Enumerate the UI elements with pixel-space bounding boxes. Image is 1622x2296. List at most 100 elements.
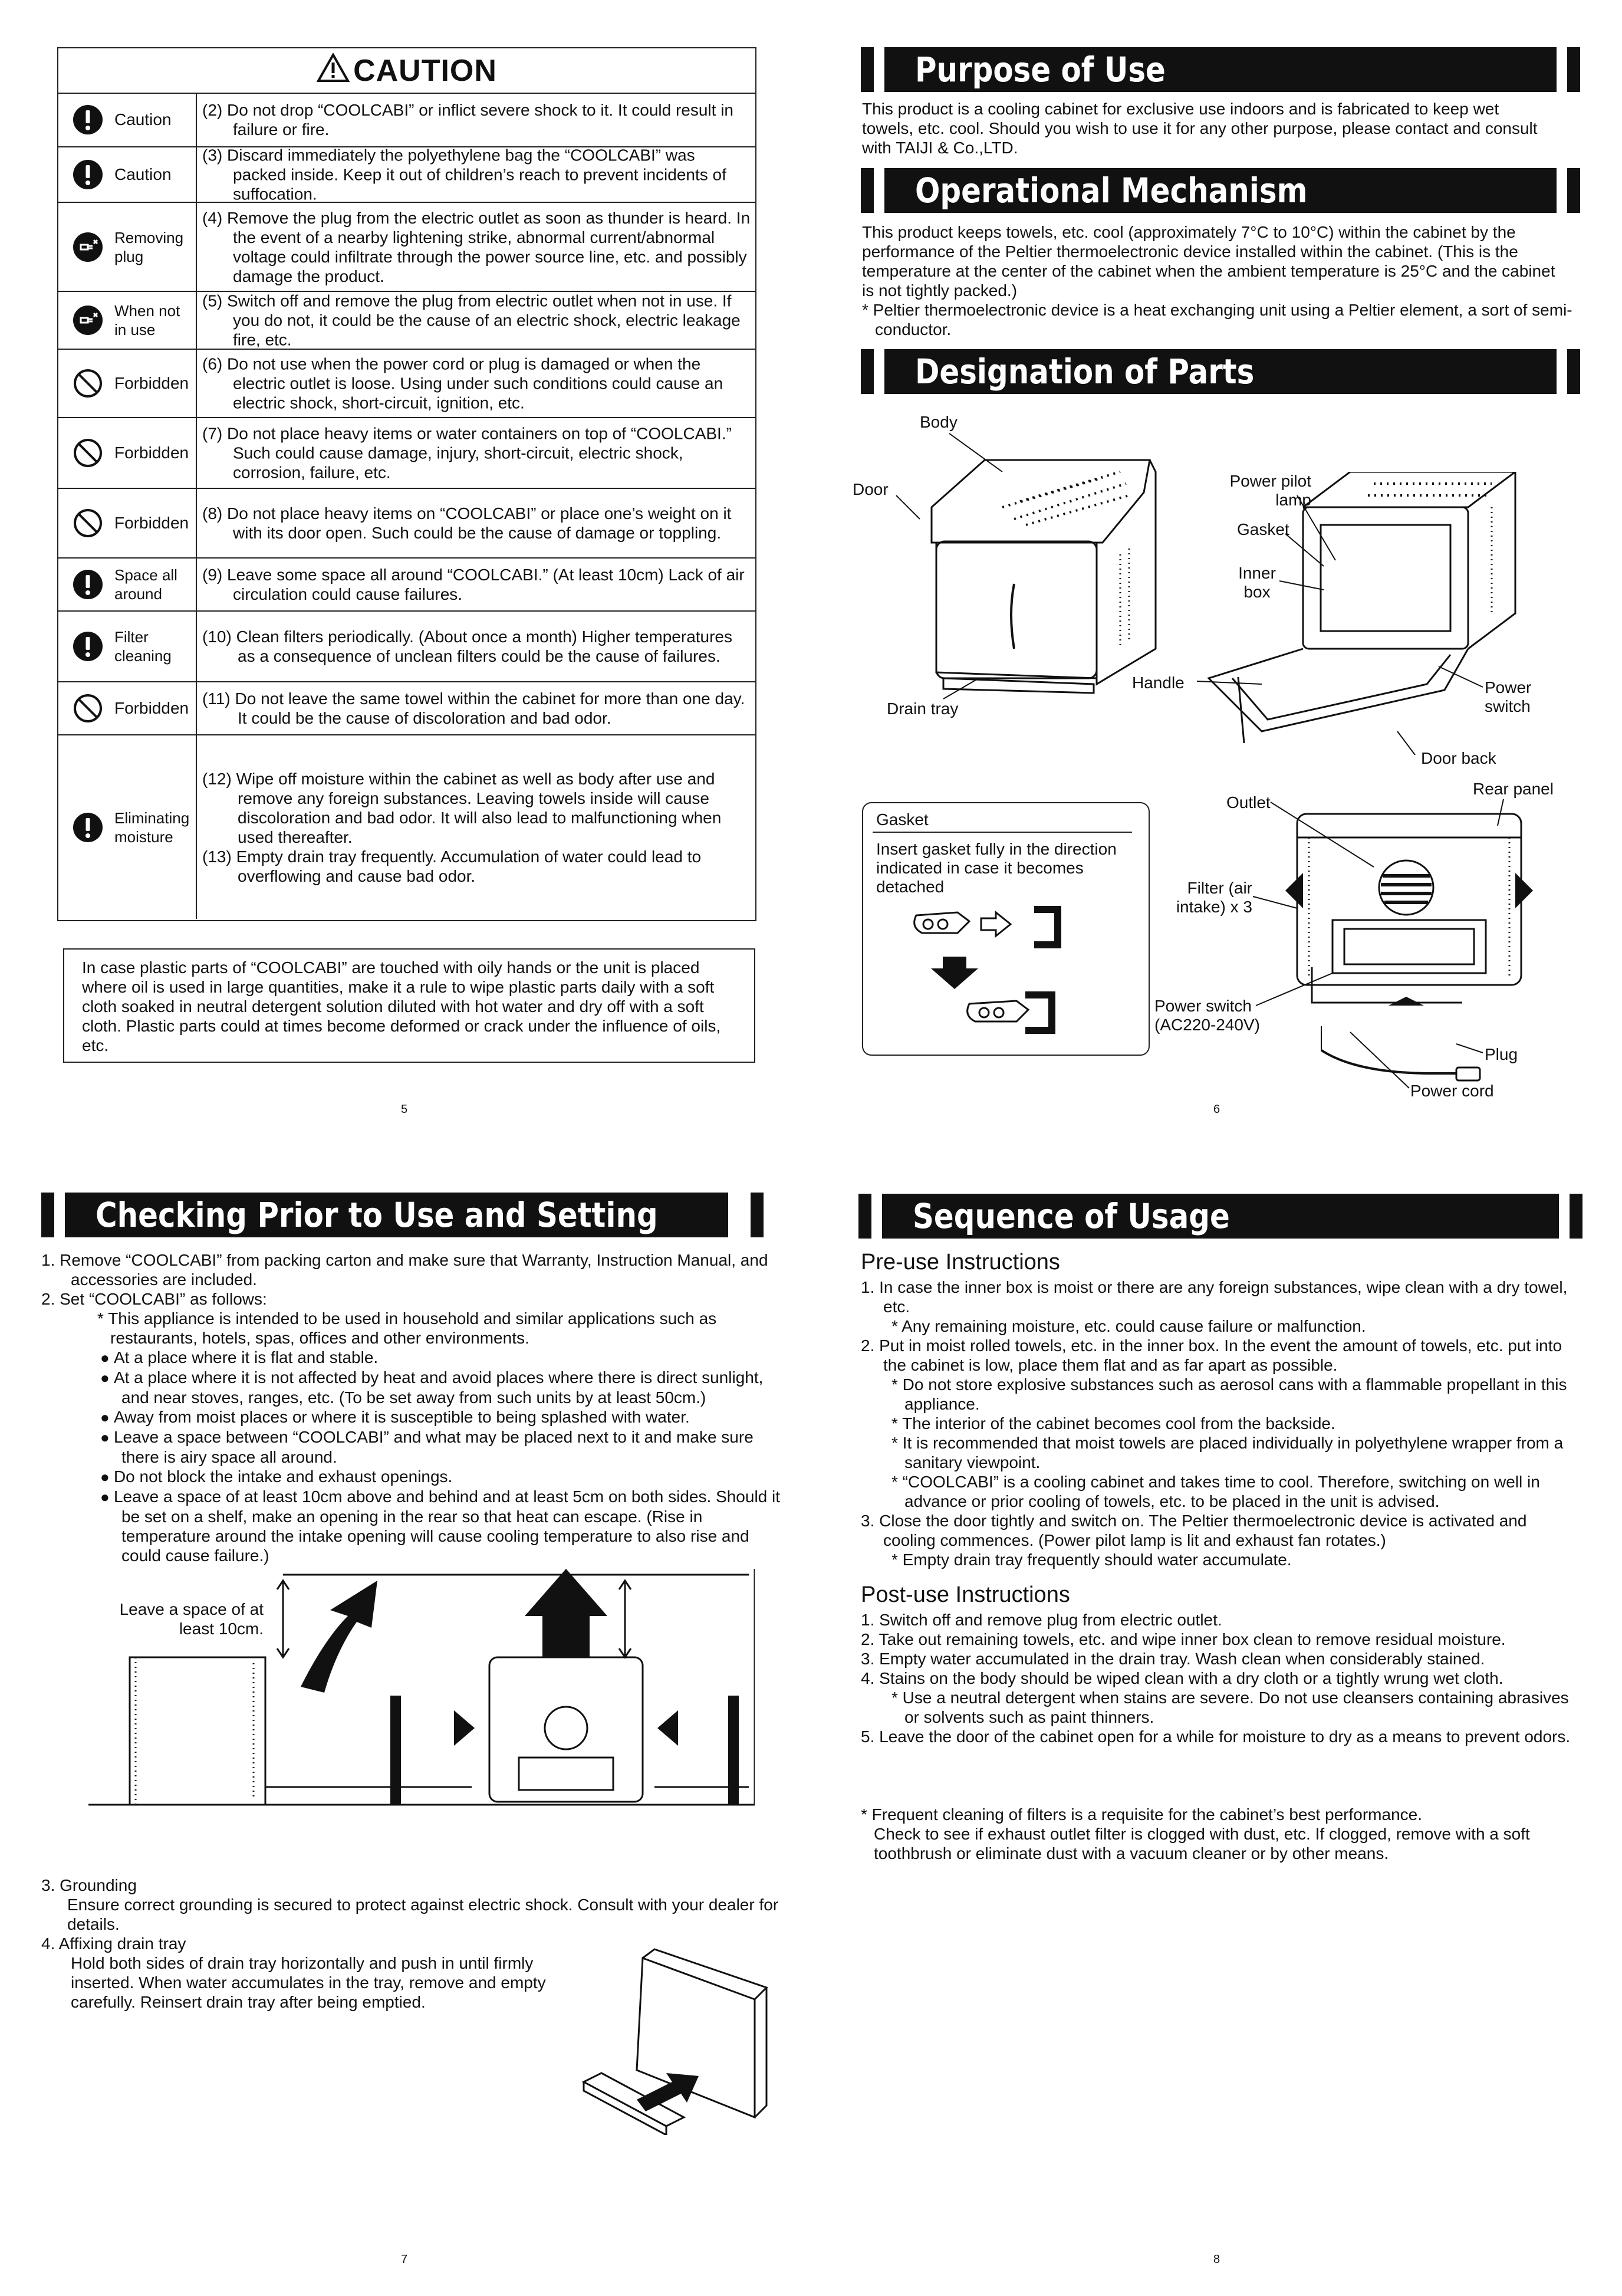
- caution-row: Caution(2) Do not drop “COOLCABI” or inf…: [58, 93, 755, 147]
- label-plug: Plug: [1485, 1045, 1518, 1063]
- checking-bullet: ● Leave a space of at least 10cm above a…: [100, 1487, 790, 1565]
- purpose-title: Purpose of Use: [915, 50, 1166, 90]
- label-power-switch: Power switch: [1485, 678, 1532, 715]
- caution-row-text: (9) Leave some space all around “COOLCAB…: [202, 565, 751, 604]
- checking-bullet-text: Leave a space of at least 10cm above and…: [113, 1487, 781, 1565]
- unplug-icon: [73, 232, 103, 262]
- cabinet-open-illustration: [1207, 472, 1516, 743]
- caution-row-text: (2) Do not drop “COOLCABI” or inflict se…: [202, 100, 751, 139]
- caution-row: Forbidden (11) Do not leave the same towe…: [58, 682, 755, 735]
- caution-row-paragraph: (7) Do not place heavy items or water co…: [202, 424, 732, 482]
- caution-row-label-cell: Forbidden: [58, 350, 197, 417]
- sequence-title: Sequence of Usage: [913, 1196, 1230, 1236]
- caution-row-paragraph: (6) Do not use when the power cord or pl…: [202, 354, 723, 412]
- sequence-banner: Sequence of Usage: [858, 1194, 1582, 1239]
- exclamation-icon: [73, 631, 103, 662]
- caution-table: CAUTION Caution(2) Do not drop “COOLCABI…: [57, 47, 756, 921]
- checking-bullet-text: Away from moist places or where it is su…: [113, 1408, 690, 1426]
- bullet-dot-icon: ●: [100, 1488, 114, 1506]
- checking-bullet-text: Leave a space between “COOLCABI” and wha…: [113, 1428, 754, 1466]
- mechanism-text: This product keeps towels, etc. cool (ap…: [862, 223, 1555, 300]
- caution-row-label: Removing plug: [114, 228, 184, 265]
- caution-row-paragraph: (10) Clean filters periodically. (About …: [202, 628, 733, 665]
- checking-item-2: 2. Set “COOLCABI” as follows:: [41, 1290, 267, 1308]
- label-power-cord: Power cord: [1410, 1082, 1494, 1100]
- label-gasket: Gasket: [1237, 520, 1289, 538]
- exclamation-icon: [73, 569, 103, 600]
- grounding-title: 3. Grounding: [41, 1876, 137, 1894]
- caution-row-label-cell: Removing plug: [58, 203, 197, 291]
- clearance-diagram: [88, 1569, 755, 1806]
- label-power-pilot-lamp: Power pilot lamp: [1229, 472, 1311, 509]
- caution-row-label-cell: Caution: [58, 93, 197, 146]
- caution-row-paragraph: (11) Do not leave the same towel within …: [202, 689, 745, 727]
- caution-row-label-cell: Eliminating moisture: [58, 735, 197, 919]
- caution-row-label: When not in use: [114, 302, 180, 339]
- pre-step-note: * Any remaining moisture, etc. could cau…: [891, 1317, 1366, 1335]
- caution-row: When not in use (5) Switch off and remove…: [58, 292, 755, 350]
- pre-use-title: Pre-use Instructions: [861, 1250, 1060, 1275]
- label-drain-tray: Drain tray: [887, 699, 959, 718]
- label-door: Door: [853, 480, 889, 498]
- label-rear-panel: Rear panel: [1473, 780, 1554, 798]
- pre-step: 3. Close the door tightly and switch on.…: [861, 1512, 1527, 1549]
- page-number: 8: [1213, 2253, 1220, 2266]
- post-step: 1. Switch off and remove plug from elect…: [861, 1611, 1222, 1629]
- unplug-icon: [73, 305, 103, 336]
- post-step: 2. Take out remaining towels, etc. and w…: [861, 1630, 1506, 1648]
- label-door-back: Door back: [1421, 749, 1496, 767]
- caution-header: CAUTION: [58, 48, 755, 94]
- parts-banner: Designation of Parts: [861, 349, 1580, 394]
- checking-bullet-text: At a place where it is not affected by h…: [113, 1368, 764, 1407]
- space-label: Leave a space of at least 10cm.: [119, 1600, 264, 1638]
- checking-bullet: ● At a place where it is flat and stable…: [100, 1348, 790, 1368]
- caution-row-paragraph: (12) Wipe off moisture within the cabine…: [202, 769, 722, 846]
- caution-row-paragraph: (9) Leave some space all around “COOLCAB…: [202, 566, 745, 603]
- caution-row: Forbidden(7) Do not place heavy items or…: [58, 418, 755, 489]
- drain-title: 4. Affixing drain tray: [41, 1934, 186, 1953]
- caution-row-text: (3) Discard immediately the polyethylene…: [202, 146, 751, 204]
- caution-row: Space all around(9) Leave some space all…: [58, 559, 755, 612]
- caution-row-paragraph: (5) Switch off and remove the plug from …: [202, 291, 741, 349]
- caution-row-text: (6) Do not use when the power cord or pl…: [202, 354, 751, 413]
- pre-step-note: * Empty drain tray frequently should wat…: [891, 1551, 1292, 1569]
- bullet-dot-icon: ●: [100, 1349, 114, 1367]
- checking-bullet: ● Do not block the intake and exhaust op…: [100, 1467, 790, 1487]
- bullet-dot-icon: ●: [100, 1408, 114, 1426]
- checking-list: 1. Remove “COOLCABI” from packing carton…: [41, 1250, 784, 1565]
- exclamation-icon: [73, 812, 103, 843]
- bullet-dot-icon: ●: [100, 1428, 114, 1446]
- caution-row-label-cell: Caution: [58, 147, 197, 202]
- page-number: 6: [1213, 1103, 1220, 1116]
- mechanism-banner: Operational Mechanism: [861, 168, 1580, 213]
- bullet-dot-icon: ●: [100, 1369, 114, 1387]
- grounding-text: Ensure correct grounding is secured to p…: [67, 1896, 779, 1933]
- caution-row-text: (8) Do not place heavy items on “COOLCAB…: [202, 504, 751, 543]
- page-number: 7: [401, 2253, 408, 2266]
- post-step: 4. Stains on the body should be wiped cl…: [861, 1669, 1503, 1687]
- caution-row-label: Forbidden: [114, 374, 189, 392]
- caution-row-label-cell: Filter cleaning: [58, 612, 197, 681]
- gasket-box-text: Insert gasket fully in the direction ind…: [876, 840, 1117, 896]
- post-use-title: Post-use Instructions: [861, 1582, 1070, 1607]
- caution-row-label: Forbidden: [114, 699, 189, 717]
- bullet-dot-icon: ●: [100, 1468, 114, 1486]
- caution-row: Caution (3) Discard immediately the polye…: [58, 146, 755, 204]
- caution-row-text: (4) Remove the plug from the electric ou…: [202, 208, 751, 286]
- caution-row: Eliminating moisture(12) Wipe off moistu…: [58, 735, 755, 919]
- checking-bullet: ● At a place where it is not affected by…: [100, 1368, 790, 1407]
- caution-row-paragraph: (13) Empty drain tray frequently. Accumu…: [202, 847, 702, 885]
- post-step-note: * Use a neutral detergent when stains ar…: [891, 1689, 1569, 1726]
- caution-row-text: (7) Do not place heavy items or water co…: [202, 424, 751, 482]
- checking-title: Checking Prior to Use and Setting: [96, 1195, 658, 1235]
- pre-step-note: * It is recommended that moist towels ar…: [891, 1434, 1564, 1471]
- caution-row-label: Caution: [114, 165, 172, 183]
- checking-bullet-text: At a place where it is flat and stable.: [113, 1348, 379, 1367]
- post-step: 5. Leave the door of the cabinet open fo…: [861, 1727, 1571, 1746]
- pre-step: 2. Put in moist rolled towels, etc. in t…: [861, 1336, 1562, 1374]
- caution-row-label-cell: Forbidden: [58, 418, 197, 488]
- caution-row: Forbidden (6) Do not use when the power c…: [58, 350, 755, 418]
- pre-step: 1. In case the inner box is moist or the…: [861, 1278, 1568, 1316]
- pre-step-note: * The interior of the cabinet becomes co…: [891, 1414, 1335, 1433]
- final-note-line: * Frequent cleaning of filters is a requ…: [861, 1805, 1422, 1824]
